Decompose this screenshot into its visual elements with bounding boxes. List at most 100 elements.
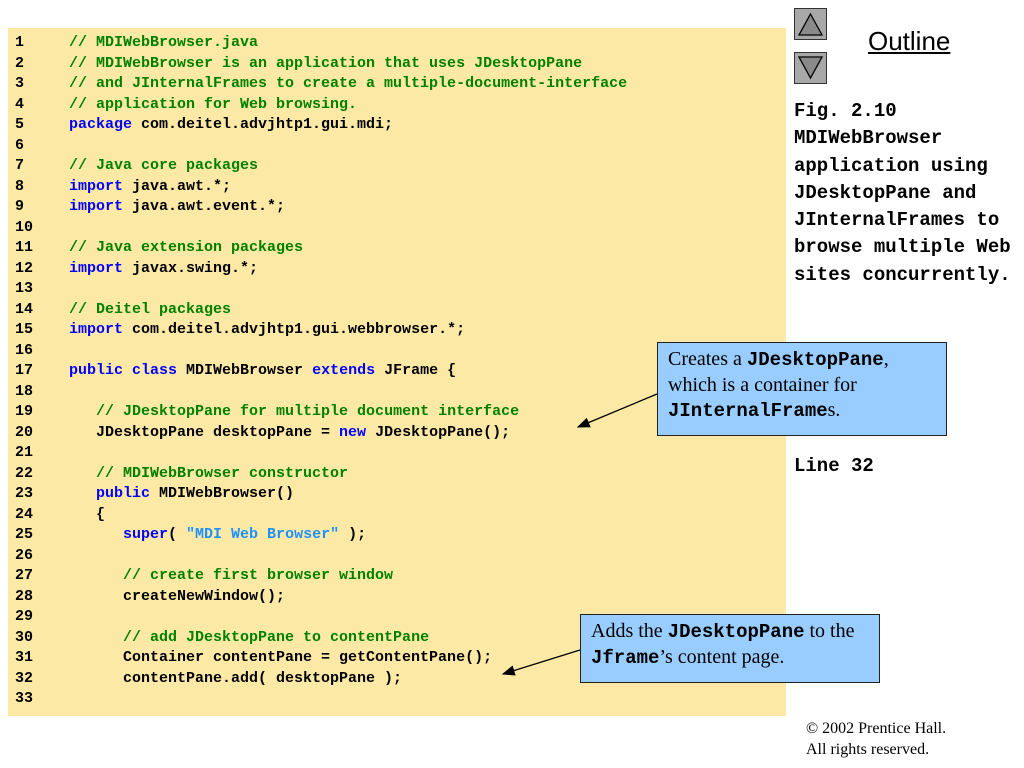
code-line: 27 // create first browser window xyxy=(8,566,786,587)
line-number: 8 xyxy=(15,177,25,195)
code-line: 10 xyxy=(8,218,786,239)
code-content: super( "MDI Web Browser" ); xyxy=(69,525,366,546)
copyright-notice: © 2002 Prentice Hall. All rights reserve… xyxy=(806,718,946,760)
line-number: 11 xyxy=(15,239,34,256)
code-comment: // MDIWebBrowser constructor xyxy=(96,464,349,482)
code-content: { xyxy=(69,505,105,526)
code-content: // MDIWebBrowser constructor xyxy=(69,464,348,485)
code-content: package com.deitel.advjhtp1.gui.mdi; xyxy=(69,115,393,136)
line-reference: Line 32 xyxy=(794,455,874,477)
code-text: ( xyxy=(168,526,187,543)
code-text: MDIWebBrowser xyxy=(177,362,313,379)
line-number: 17 xyxy=(15,362,34,379)
code-line: 25 super( "MDI Web Browser" ); xyxy=(8,525,786,546)
code-comment: // create first browser window xyxy=(123,567,394,584)
code-line: 5 package com.deitel.advjhtp1.gui.mdi; xyxy=(8,115,786,136)
code-text: com.deitel.advjhtp1.gui.mdi; xyxy=(132,116,394,133)
line-number: 29 xyxy=(15,608,34,625)
callout-1-arrow xyxy=(576,393,658,428)
callout-code: JDesktopPane xyxy=(746,349,884,371)
callout-text: Creates a xyxy=(668,348,747,370)
code-line: 18 xyxy=(8,382,786,403)
line-number: 16 xyxy=(15,341,34,359)
callout-code: JDesktopPane xyxy=(667,621,805,643)
next-slide-button[interactable] xyxy=(794,52,827,84)
line-number: 13 xyxy=(15,280,34,297)
code-line: 1// MDIWebBrowser.java xyxy=(8,33,786,54)
callout-text: to the xyxy=(804,620,855,642)
code-content: // Java extension packages xyxy=(69,238,303,259)
line-number: 12 xyxy=(15,259,34,277)
line-number: 10 xyxy=(15,218,34,236)
code-line: 28 createNewWindow(); xyxy=(8,587,786,608)
code-text: com.deitel.advjhtp1.gui.webbrowser.*; xyxy=(123,321,466,338)
code-text: JDesktopPane(); xyxy=(366,423,511,441)
code-line: 16 xyxy=(8,341,786,362)
code-comment: // JDesktopPane for multiple document in… xyxy=(96,403,520,420)
previous-slide-button[interactable] xyxy=(794,8,827,40)
code-comment: // application for Web browsing. xyxy=(69,95,358,113)
code-comment: // MDIWebBrowser is an application that … xyxy=(69,54,583,72)
code-line: 2// MDIWebBrowser is an application that… xyxy=(8,54,786,75)
triangle-down-icon xyxy=(797,56,824,80)
code-keyword: extends xyxy=(312,362,376,379)
line-number: 27 xyxy=(15,567,34,584)
callout-text: ’s content page. xyxy=(659,646,785,668)
line-number: 24 xyxy=(15,505,34,523)
callout-code: Jframe xyxy=(591,647,660,669)
line-number: 26 xyxy=(15,546,34,564)
code-content: import java.awt.event.*; xyxy=(69,197,285,218)
code-line: 4 // application for Web browsing. xyxy=(8,95,786,116)
line-number: 4 xyxy=(15,95,25,113)
callout-text: , which is a container for xyxy=(668,348,889,396)
code-keyword: import xyxy=(69,321,124,338)
line-number: 14 xyxy=(15,300,34,318)
code-content: import java.awt.*; xyxy=(69,177,231,198)
line-number: 5 xyxy=(15,116,25,133)
code-content: JDesktopPane desktopPane = new JDesktopP… xyxy=(69,423,510,444)
code-comment: // and JInternalFrames to create a multi… xyxy=(69,75,628,92)
code-text: java.awt.*; xyxy=(123,177,232,195)
code-keyword: public xyxy=(96,485,151,502)
triangle-up-icon xyxy=(797,12,824,36)
code-text: ); xyxy=(339,526,367,543)
code-line: 6 xyxy=(8,136,786,157)
code-keyword: import xyxy=(69,259,124,277)
code-comment: // MDIWebBrowser.java xyxy=(69,34,259,51)
code-text: JFrame { xyxy=(375,362,457,379)
code-line: 32 contentPane.add( desktopPane ); xyxy=(8,669,786,690)
code-text: Container contentPane = getContentPane()… xyxy=(69,649,493,666)
callout-code: JInternalFrame xyxy=(668,400,828,422)
code-content: // MDIWebBrowser.java xyxy=(69,33,258,54)
code-comment: // add JDesktopPane to contentPane xyxy=(123,628,430,646)
line-number: 30 xyxy=(15,628,34,646)
line-number: 20 xyxy=(15,423,34,441)
code-keyword: package xyxy=(69,116,133,133)
code-text: contentPane.add( desktopPane ); xyxy=(69,669,403,687)
code-comment: // Deitel packages xyxy=(69,300,232,318)
outline-link[interactable]: Outline xyxy=(868,26,951,56)
code-line: 8 import java.awt.*; xyxy=(8,177,786,198)
code-content: // add JDesktopPane to contentPane xyxy=(69,628,429,649)
line-number: 6 xyxy=(15,136,25,154)
code-text: JDesktopPane desktopPane = xyxy=(69,423,340,441)
code-content: Container contentPane = getContentPane()… xyxy=(69,648,492,669)
line-number: 23 xyxy=(15,485,34,502)
code-content: public class MDIWebBrowser extends JFram… xyxy=(69,361,456,382)
code-keyword: super xyxy=(123,526,169,543)
line-number: 22 xyxy=(15,464,34,482)
line-number: 7 xyxy=(15,157,25,174)
line-number: 19 xyxy=(15,403,34,420)
line-number: 32 xyxy=(15,669,34,687)
line-number: 28 xyxy=(15,587,34,605)
code-text: javax.swing.*; xyxy=(123,259,259,277)
code-content: // and JInternalFrames to create a multi… xyxy=(69,74,627,95)
code-line: 24 { xyxy=(8,505,786,526)
code-line: 31 Container contentPane = getContentPan… xyxy=(8,648,786,669)
callout-2-arrow xyxy=(501,649,581,676)
code-content: // Java core packages xyxy=(69,156,258,177)
code-text: MDIWebBrowser() xyxy=(150,485,295,502)
